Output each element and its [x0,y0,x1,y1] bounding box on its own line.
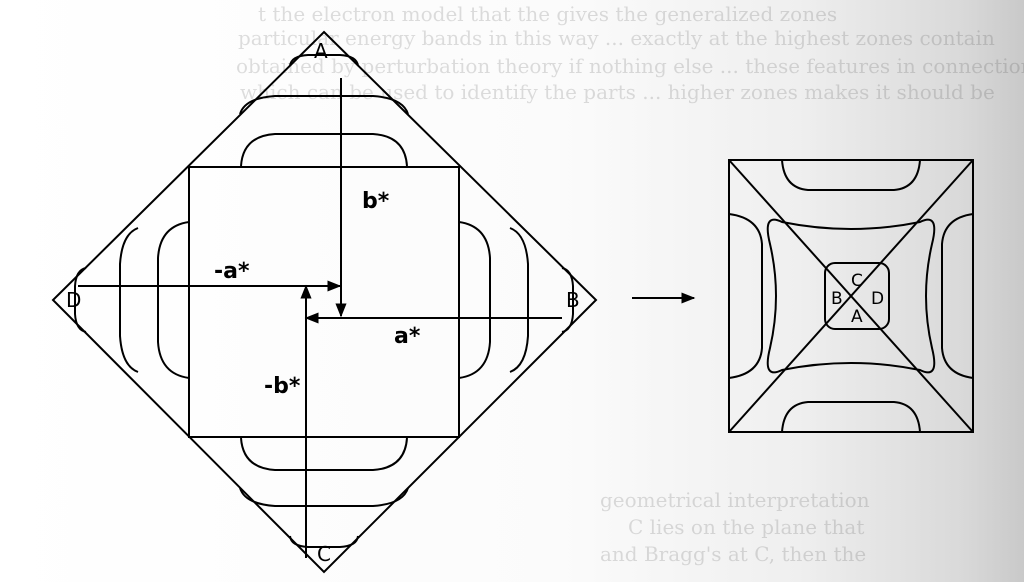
zone-lobe [458,221,491,379]
central-zone [824,262,890,330]
zone-lobe [240,133,408,167]
corner-label-d: D [66,288,81,312]
reduced-zone-diagram [728,159,974,433]
zone-lobe [240,437,408,471]
vector-label-neg-b-star: -b* [264,374,301,399]
inner-square [188,166,460,438]
corner-label-b: B [566,288,580,312]
zone-lobe [781,159,921,191]
corner-label-c: C [317,542,331,566]
reduced-label-a: A [851,307,863,327]
zone-lobe [157,221,190,379]
vector-label-b-star: b* [362,189,390,214]
corner-pocket-c [289,535,359,548]
outer-diamond [51,30,598,574]
zone-arc [239,95,409,115]
zone-star [766,218,936,374]
reciprocal-vectors [78,78,562,558]
zone-arc [509,227,529,373]
zone-arc [119,227,139,373]
reduced-label-d: D [871,289,884,309]
zone-lobe [781,401,921,433]
corner-pocket-d [74,267,87,333]
reduced-zone-square [728,159,974,433]
reduced-label-b: B [831,289,843,309]
diagonal-line [728,159,974,433]
corner-pocket-b [561,267,574,333]
corner-pocket-a [289,54,359,67]
zone-arc [239,487,409,507]
brillouin-zone-diagram [51,30,598,574]
reduced-label-c: C [851,271,863,291]
vector-label-neg-a-star: -a* [214,259,250,284]
corner-label-a: A [314,39,328,63]
zone-lobe [728,213,763,379]
zone-lobe [941,213,974,379]
vector-label-a-star: a* [394,324,421,349]
